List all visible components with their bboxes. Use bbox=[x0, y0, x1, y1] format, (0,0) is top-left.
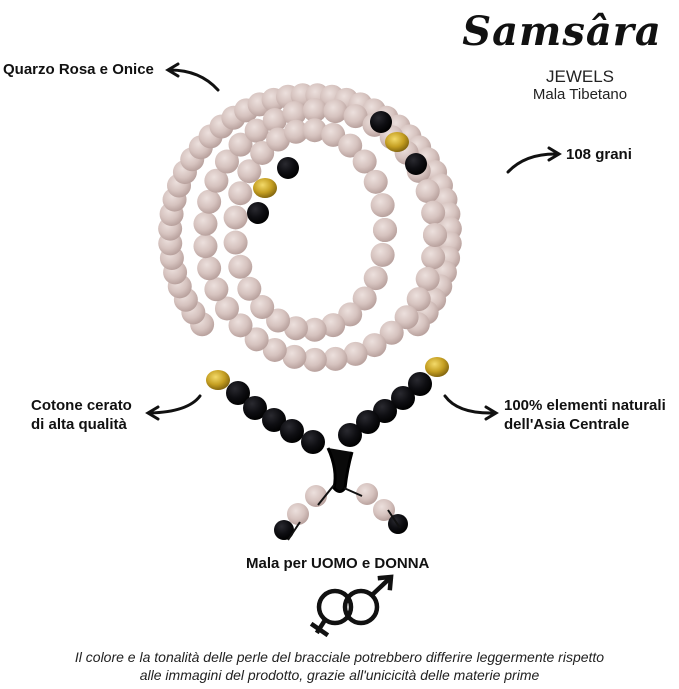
rose-quartz-bead bbox=[415, 266, 440, 291]
rose-quartz-bead bbox=[223, 205, 248, 230]
onyx-bead bbox=[226, 381, 250, 405]
disclaimer-line-2: alle immagini del prodotto, grazie all'u… bbox=[139, 667, 540, 683]
material-label: Quarzo Rosa e Onice bbox=[3, 61, 154, 78]
brand-logo: Samsâra bbox=[452, 6, 672, 58]
rose-quartz-bead bbox=[323, 346, 348, 371]
gold-spacer-bead bbox=[385, 132, 409, 152]
rose-quartz-bead bbox=[302, 317, 327, 342]
onyx-bead bbox=[370, 111, 392, 133]
rose-quartz-bead bbox=[343, 104, 368, 129]
rose-quartz-bead bbox=[423, 223, 447, 247]
rose-quartz-bead bbox=[415, 179, 440, 204]
onyx-bead bbox=[277, 157, 299, 179]
rose-quartz-bead bbox=[343, 341, 368, 366]
rose-quartz-bead bbox=[193, 211, 218, 236]
brand-subtitle-mala: Mala Tibetano bbox=[532, 86, 628, 103]
gold-spacer-bead bbox=[253, 178, 277, 198]
rose-quartz-bead bbox=[214, 149, 239, 174]
rose-quartz-bead bbox=[197, 189, 222, 214]
rose-quartz-bead bbox=[244, 118, 269, 143]
arrow-to-origin-label bbox=[443, 394, 499, 421]
rose-quartz-bead bbox=[363, 169, 388, 194]
onyx-bead bbox=[408, 372, 432, 396]
onyx-bead bbox=[391, 386, 415, 410]
origin-label-line1: 100% elementi naturali bbox=[504, 397, 666, 414]
rose-quartz-bead bbox=[237, 159, 262, 184]
rose-quartz-bead bbox=[237, 276, 262, 301]
rose-quartz-bead bbox=[421, 200, 446, 225]
rose-quartz-bead bbox=[379, 320, 404, 345]
rose-quartz-bead bbox=[193, 234, 218, 259]
rose-quartz-bead bbox=[283, 316, 308, 341]
rose-quartz-bead bbox=[352, 286, 377, 311]
rose-quartz-bead bbox=[250, 295, 275, 320]
audience-label: Mala per UOMO e DONNA bbox=[246, 555, 430, 572]
gold-spacer-bead bbox=[206, 370, 230, 390]
rose-quartz-bead bbox=[302, 118, 327, 143]
bead-count-label: 108 grani bbox=[566, 146, 632, 163]
rose-quartz-bead bbox=[282, 101, 307, 126]
onyx-bead bbox=[301, 430, 325, 454]
onyx-bead bbox=[373, 399, 397, 423]
rose-quartz-bead bbox=[305, 485, 327, 507]
rose-quartz-bead bbox=[302, 98, 327, 123]
rose-quartz-bead bbox=[302, 347, 327, 372]
rose-quartz-bead bbox=[323, 99, 348, 124]
rose-quartz-bead bbox=[204, 277, 229, 302]
rose-quartz-bead bbox=[262, 108, 287, 133]
rose-quartz-bead bbox=[282, 344, 307, 369]
cord-knot bbox=[326, 447, 354, 493]
onyx-bead bbox=[274, 520, 294, 540]
rose-quartz-bead bbox=[262, 337, 287, 362]
rose-quartz-bead bbox=[250, 140, 275, 165]
rose-quartz-bead bbox=[228, 181, 253, 206]
rose-quartz-bead bbox=[228, 132, 253, 157]
onyx-bead bbox=[243, 396, 267, 420]
rose-quartz-bead bbox=[356, 483, 378, 505]
onyx-bead bbox=[405, 153, 427, 175]
onyx-bead bbox=[356, 410, 380, 434]
rose-quartz-bead bbox=[370, 193, 395, 218]
arrow-to-count-label bbox=[506, 146, 562, 174]
arrow-to-cord-label bbox=[145, 394, 202, 421]
disclaimer-line-1: Il colore e la tonalità delle perle del … bbox=[74, 649, 605, 665]
arrow-to-material-label bbox=[165, 62, 220, 92]
rose-quartz-bead bbox=[283, 119, 308, 144]
onyx-bead bbox=[338, 423, 362, 447]
rose-quartz-bead bbox=[204, 168, 229, 193]
rose-quartz-bead bbox=[244, 327, 269, 352]
rose-quartz-bead bbox=[266, 308, 291, 333]
gold-spacer-bead bbox=[425, 357, 449, 377]
rose-quartz-bead bbox=[363, 266, 388, 291]
brand-subtitle-jewels: JEWELS bbox=[545, 67, 615, 86]
rose-quartz-bead bbox=[223, 230, 248, 255]
rose-quartz-bead bbox=[373, 218, 397, 242]
rose-quartz-bead bbox=[228, 313, 253, 338]
rose-quartz-bead bbox=[373, 499, 395, 521]
rose-quartz-bead bbox=[394, 305, 419, 330]
rose-quartz-bead bbox=[362, 333, 387, 358]
rose-quartz-bead bbox=[370, 242, 395, 267]
color-disclaimer: Il colore e la tonalità delle perle del … bbox=[0, 648, 679, 684]
onyx-bead bbox=[247, 202, 269, 224]
male-female-symbol-icon bbox=[309, 574, 394, 638]
rose-quartz-bead bbox=[214, 296, 239, 321]
origin-label-line2: dell'Asia Centrale bbox=[504, 416, 630, 433]
cord-label-line1: Cotone cerato bbox=[31, 397, 132, 414]
rose-quartz-bead bbox=[287, 503, 309, 525]
brand-name: Samsâra bbox=[462, 8, 662, 55]
rose-quartz-bead bbox=[197, 256, 222, 281]
onyx-bead bbox=[262, 408, 286, 432]
rose-quartz-bead bbox=[228, 254, 253, 279]
onyx-bead bbox=[280, 419, 304, 443]
rose-quartz-bead bbox=[352, 149, 377, 174]
rose-quartz-bead bbox=[321, 313, 346, 338]
rose-quartz-bead bbox=[266, 127, 291, 152]
rose-quartz-bead bbox=[406, 287, 431, 312]
rose-quartz-bead bbox=[421, 245, 446, 270]
rose-quartz-bead bbox=[338, 133, 363, 158]
cord-label-line2: di alta qualità bbox=[31, 416, 127, 433]
